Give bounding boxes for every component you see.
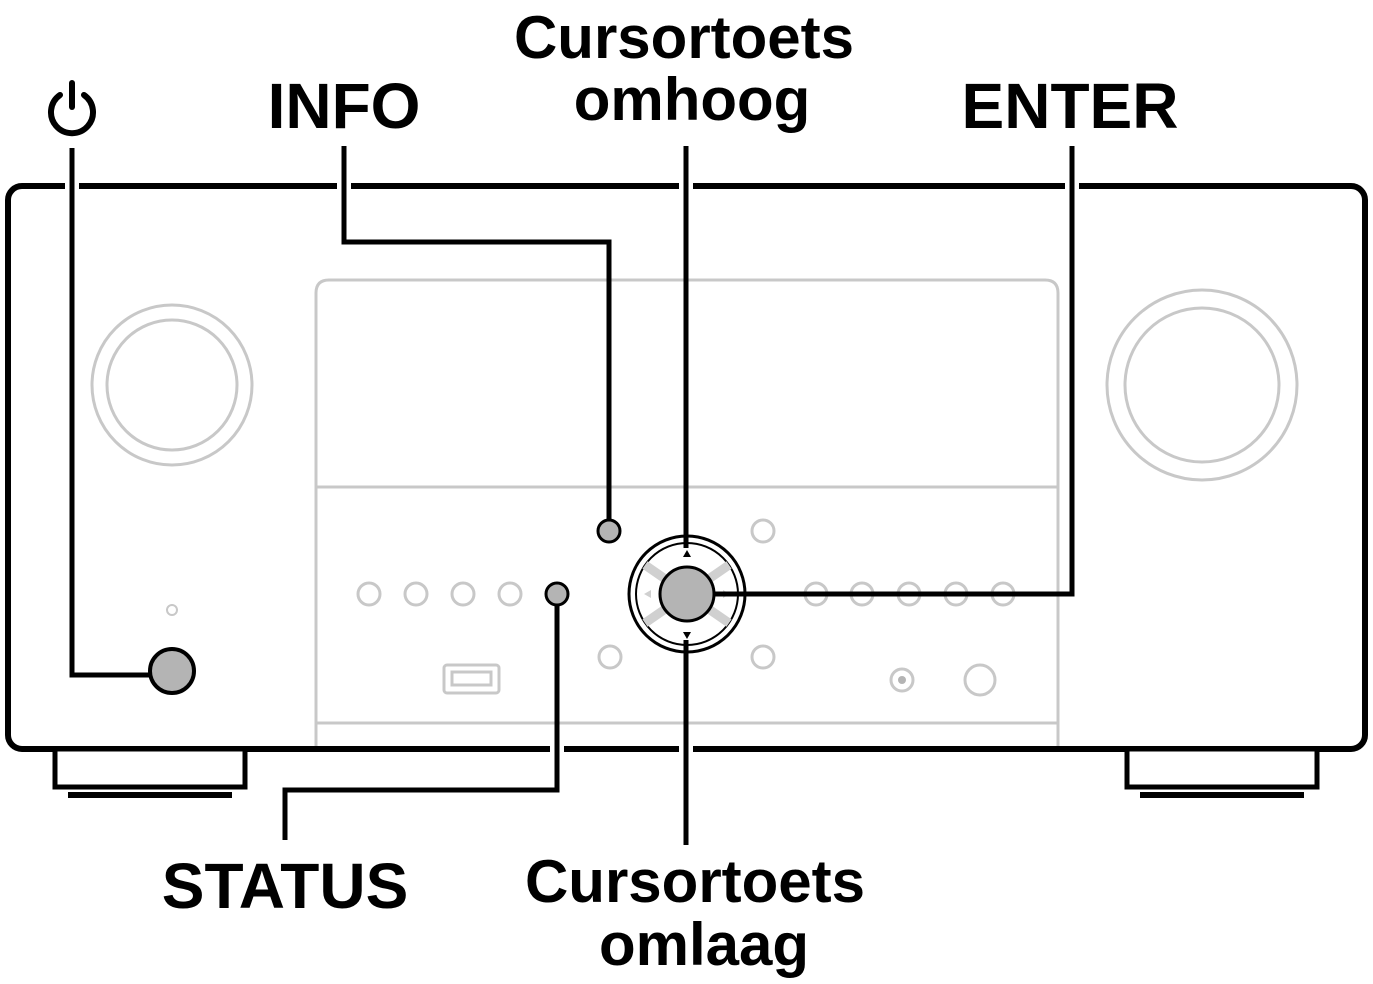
standby-indicator bbox=[166, 604, 178, 616]
enter-leader-line bbox=[714, 146, 1075, 597]
cursor-up-arrow-icon[interactable] bbox=[683, 550, 691, 557]
left-foot bbox=[52, 746, 248, 798]
setup-mic-jack bbox=[889, 667, 915, 693]
enter-label: ENTER bbox=[962, 70, 1179, 142]
status-label: STATUS bbox=[162, 850, 409, 922]
power-leader-line bbox=[69, 148, 150, 678]
cursor-down-label-line1: Cursortoets bbox=[525, 848, 865, 915]
headphone-jack bbox=[963, 663, 997, 697]
status-leader-line bbox=[282, 605, 560, 840]
info-button[interactable] bbox=[596, 518, 622, 544]
cursor-down-arrow-icon[interactable] bbox=[683, 632, 691, 639]
info-label: INFO bbox=[268, 70, 421, 142]
usb-port bbox=[442, 663, 501, 695]
leader-lines bbox=[69, 146, 1075, 845]
source-buttons bbox=[356, 581, 523, 607]
cursor-up-label-line1: Cursortoets bbox=[514, 4, 854, 71]
power-icon bbox=[48, 80, 96, 137]
cursor-left-arrow-icon[interactable] bbox=[644, 590, 651, 598]
status-button[interactable] bbox=[544, 581, 570, 607]
info-leader-line bbox=[341, 146, 612, 520]
power-button[interactable] bbox=[148, 647, 196, 695]
cursor-up-label-line2: omhoog bbox=[574, 66, 811, 133]
right-foot bbox=[1124, 746, 1320, 798]
aux-buttons bbox=[597, 518, 776, 670]
right-knob bbox=[1105, 288, 1299, 482]
cursor-down-label-line2: omlaag bbox=[599, 911, 809, 978]
enter-button[interactable] bbox=[658, 565, 716, 623]
left-knob bbox=[90, 303, 254, 467]
